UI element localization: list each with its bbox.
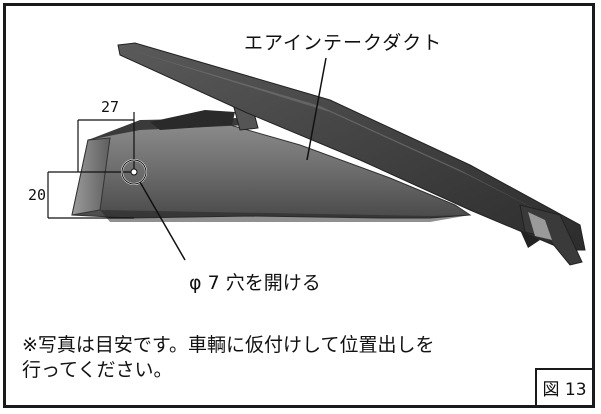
note-text: ※写真は目安です。車輌に仮付けして位置出しを 行ってください。	[22, 333, 434, 383]
figure-number-badge: 図 13	[535, 368, 594, 407]
intake-duct-label: エアインテークダクト	[244, 32, 443, 54]
dimension-horizontal-label: 27	[101, 98, 120, 116]
note-line-2: 行ってください。	[22, 359, 173, 381]
hole-instruction-label: φ 7 穴を開ける	[189, 272, 321, 294]
note-line-1: ※写真は目安です。車輌に仮付けして位置出しを	[22, 334, 435, 356]
dimension-vertical-label: 20	[28, 186, 47, 204]
